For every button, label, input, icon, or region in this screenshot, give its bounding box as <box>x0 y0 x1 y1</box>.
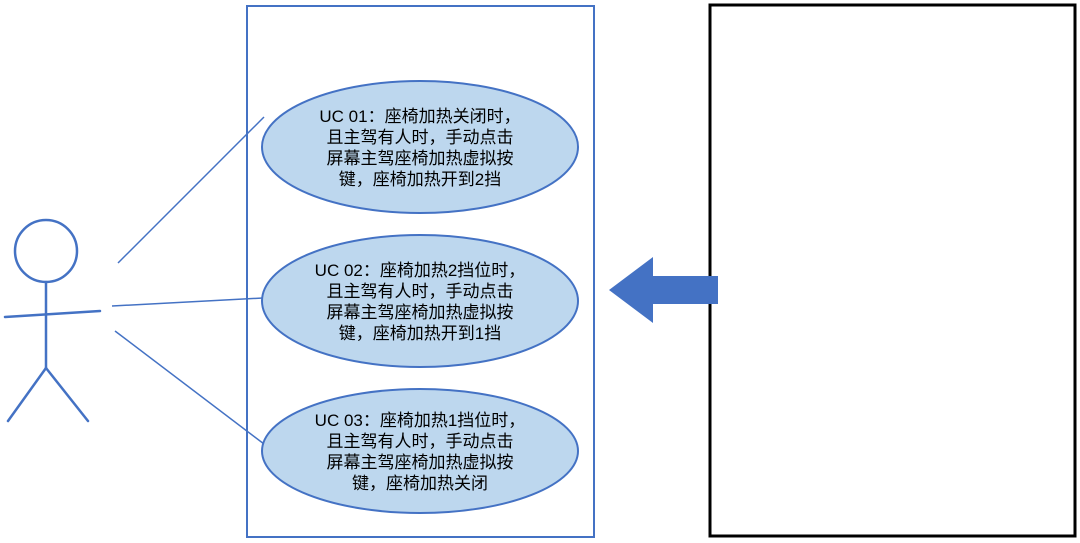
use-case-text-line: 键，座椅加热开到2挡 <box>339 170 501 189</box>
use-case-text-line: UC 02：座椅加热2挡位时， <box>315 261 526 280</box>
right-panel-box <box>708 3 1077 538</box>
use-case-text-line: UC 01：座椅加热关闭时， <box>319 107 520 126</box>
use-case-text-line: 且主驾有人时，手动点击 <box>327 282 514 301</box>
connector-line-uc02 <box>111 297 264 307</box>
left-arrow <box>609 257 718 323</box>
actor-head <box>13 218 79 284</box>
use-case-text-line: 键，座椅加热开到1挡 <box>339 324 501 343</box>
use-case-text-line: 键，座椅加热关闭 <box>352 474 488 493</box>
actor-right-leg <box>44 366 90 423</box>
use-case-text-line: UC 03：座椅加热1挡位时， <box>315 411 526 430</box>
use-case-text-line: 屏幕主驾座椅加热虚拟按 <box>327 453 514 472</box>
use-case-uc03: UC 03：座椅加热1挡位时， 且主驾有人时，手动点击 屏幕主驾座椅加热虚拟按 … <box>261 388 579 514</box>
system-boundary-box <box>246 5 595 538</box>
actor-left-leg <box>6 366 48 423</box>
use-case-text-line: 屏幕主驾座椅加热虚拟按 <box>327 149 514 168</box>
use-case-uc01: UC 01：座椅加热关闭时， 且主驾有人时，手动点击 屏幕主驾座椅加热虚拟按 键… <box>261 80 579 214</box>
use-case-text-line: 屏幕主驾座椅加热虚拟按 <box>327 303 514 322</box>
connector-line-uc01 <box>117 116 265 264</box>
use-case-ellipse <box>261 388 579 514</box>
use-case-text-line: 且主驾有人时，手动点击 <box>327 128 514 147</box>
connector-line-uc03 <box>114 330 269 448</box>
use-case-ellipse <box>261 80 579 214</box>
actor-figure <box>3 218 102 423</box>
actor-arms <box>3 309 102 319</box>
use-case-text-line: 且主驾有人时，手动点击 <box>327 432 514 451</box>
use-case-uc02: UC 02：座椅加热2挡位时， 且主驾有人时，手动点击 屏幕主驾座椅加热虚拟按 … <box>261 234 579 368</box>
use-case-ellipse <box>261 234 579 368</box>
